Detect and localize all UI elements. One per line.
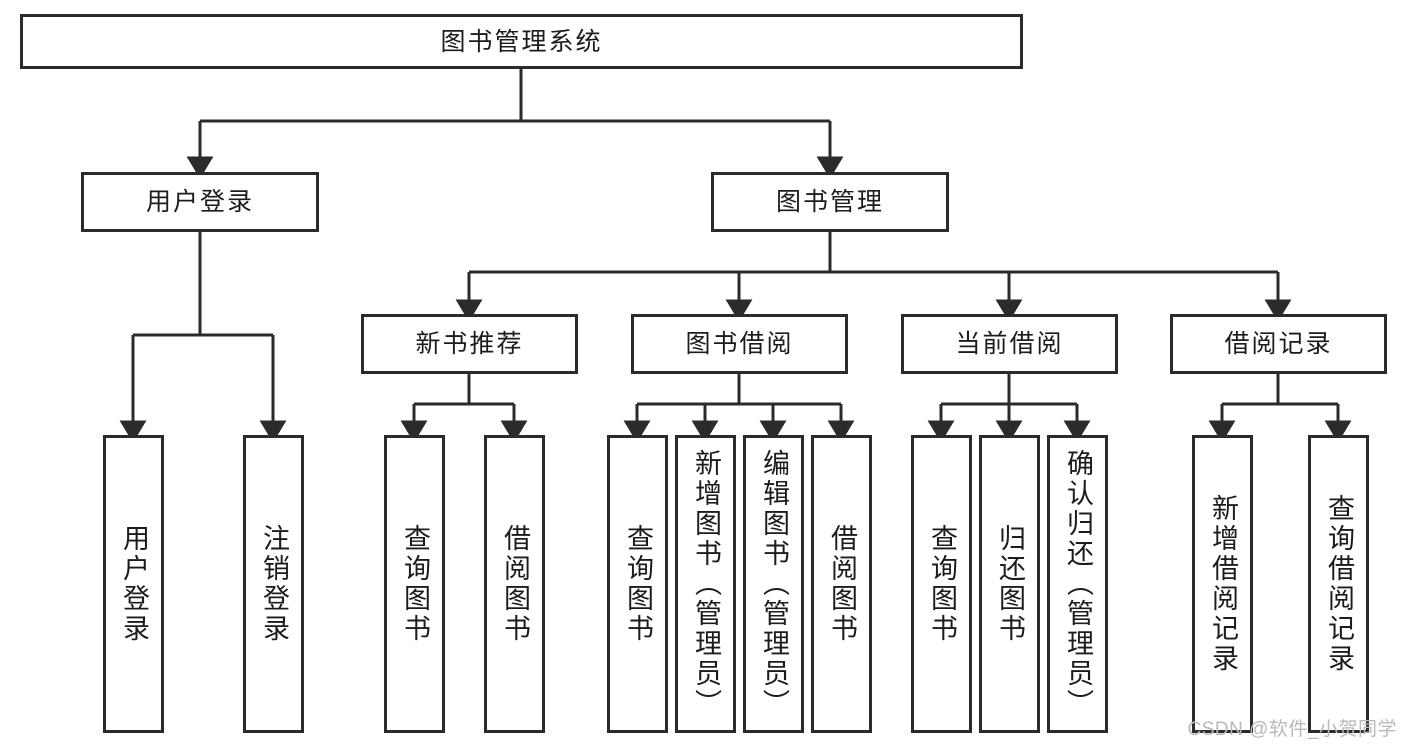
- node-user-login[interactable]: 用户登录: [81, 172, 319, 232]
- node-leaf-query-book-2[interactable]: 查询图书: [607, 435, 668, 733]
- node-leaf-query-book-2-label: 查询图书: [623, 524, 653, 644]
- node-current-borrow-label: 当前借阅: [955, 330, 1064, 358]
- node-leaf-borrow-book-1-label: 借阅图书: [500, 524, 530, 644]
- node-user-login-label: 用户登录: [145, 188, 254, 216]
- node-leaf-add-book-label: 新增图书（管理员）: [691, 449, 721, 719]
- node-leaf-user-logout[interactable]: 注销登录: [243, 435, 304, 733]
- node-root[interactable]: 图书管理系统: [20, 14, 1023, 69]
- node-leaf-edit-book[interactable]: 编辑图书（管理员）: [743, 435, 804, 733]
- node-leaf-return-book[interactable]: 归还图书: [979, 435, 1040, 733]
- node-leaf-query-book-3-label: 查询图书: [927, 524, 957, 644]
- node-leaf-borrow-book-1[interactable]: 借阅图书: [484, 435, 545, 733]
- node-leaf-query-book-3[interactable]: 查询图书: [911, 435, 972, 733]
- node-book-management-label: 图书管理: [775, 188, 884, 216]
- node-leaf-add-book[interactable]: 新增图书（管理员）: [675, 435, 736, 733]
- node-leaf-borrow-book-2[interactable]: 借阅图书: [811, 435, 872, 733]
- node-new-book-recommend-label: 新书推荐: [415, 330, 524, 358]
- node-leaf-confirm-return-label: 确认归还（管理员）: [1063, 449, 1093, 719]
- node-leaf-user-login-label: 用户登录: [119, 524, 149, 644]
- node-root-label: 图书管理系统: [440, 27, 603, 56]
- node-leaf-query-book-1[interactable]: 查询图书: [384, 435, 445, 733]
- node-book-borrow[interactable]: 图书借阅: [631, 314, 848, 374]
- node-leaf-edit-book-label: 编辑图书（管理员）: [759, 449, 789, 719]
- node-leaf-query-book-1-label: 查询图书: [400, 524, 430, 644]
- node-leaf-user-login[interactable]: 用户登录: [103, 435, 164, 733]
- node-book-borrow-label: 图书借阅: [685, 330, 794, 358]
- node-leaf-add-record[interactable]: 新增借阅记录: [1192, 435, 1253, 733]
- node-leaf-add-record-label: 新增借阅记录: [1208, 494, 1238, 674]
- node-leaf-user-logout-label: 注销登录: [259, 524, 289, 644]
- node-leaf-query-record[interactable]: 查询借阅记录: [1308, 435, 1369, 733]
- node-current-borrow[interactable]: 当前借阅: [901, 314, 1118, 374]
- node-borrow-record[interactable]: 借阅记录: [1170, 314, 1387, 374]
- node-leaf-return-book-label: 归还图书: [995, 524, 1025, 644]
- watermark: CSDN @软件_小贺同学: [1187, 719, 1397, 740]
- node-book-management[interactable]: 图书管理: [711, 172, 949, 232]
- node-borrow-record-label: 借阅记录: [1224, 330, 1333, 358]
- node-leaf-query-record-label: 查询借阅记录: [1324, 494, 1354, 674]
- node-leaf-borrow-book-2-label: 借阅图书: [827, 524, 857, 644]
- node-new-book-recommend[interactable]: 新书推荐: [361, 314, 578, 374]
- node-leaf-confirm-return[interactable]: 确认归还（管理员）: [1047, 435, 1108, 733]
